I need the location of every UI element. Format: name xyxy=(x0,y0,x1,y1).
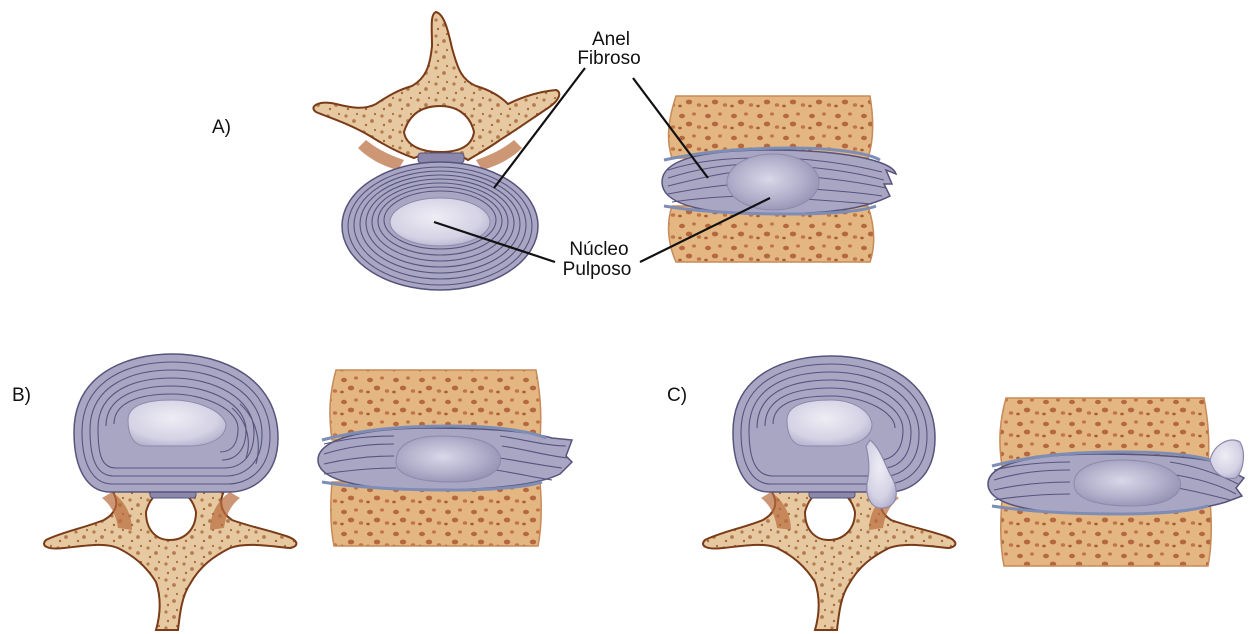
panel-a: A) xyxy=(212,12,896,290)
annulus-label-line2: Fibroso xyxy=(577,48,640,69)
vertebral-arch xyxy=(703,488,955,630)
nucleus-pulposus-lateral xyxy=(396,436,501,482)
panel-b-label: B) xyxy=(12,385,31,406)
panel-a-label: A) xyxy=(212,117,231,138)
nucleus-label-line1: Núcleo xyxy=(569,239,628,260)
nucleus-pulposus-lateral xyxy=(727,154,819,210)
panel-b: B) xyxy=(12,354,572,630)
nucleus-label-line2: Pulposo xyxy=(563,259,632,280)
annulus-label-line1: Anel xyxy=(592,29,630,50)
panel-a-lateral-view xyxy=(662,96,896,262)
panel-c-lateral-view xyxy=(988,398,1244,566)
vertebral-arch xyxy=(44,488,296,630)
panel-c-label: C) xyxy=(667,385,687,406)
panel-b-lateral-view xyxy=(318,370,572,546)
disc-axial xyxy=(733,356,935,508)
panel-b-axial-view xyxy=(44,354,296,630)
disc-axial xyxy=(342,162,538,290)
disc-lateral xyxy=(662,148,896,214)
nucleus-pulposus-axial xyxy=(787,400,872,446)
nucleus-pulposus-axial xyxy=(390,198,490,246)
nucleus-pulposus-lateral xyxy=(1074,460,1181,506)
disc-axial xyxy=(74,354,278,492)
panel-c-axial-view xyxy=(703,356,955,630)
lower-vertebral-body xyxy=(331,482,542,546)
vertebral-arch xyxy=(313,12,559,170)
disc-lateral xyxy=(318,426,572,490)
panel-c: C) xyxy=(667,356,1244,630)
